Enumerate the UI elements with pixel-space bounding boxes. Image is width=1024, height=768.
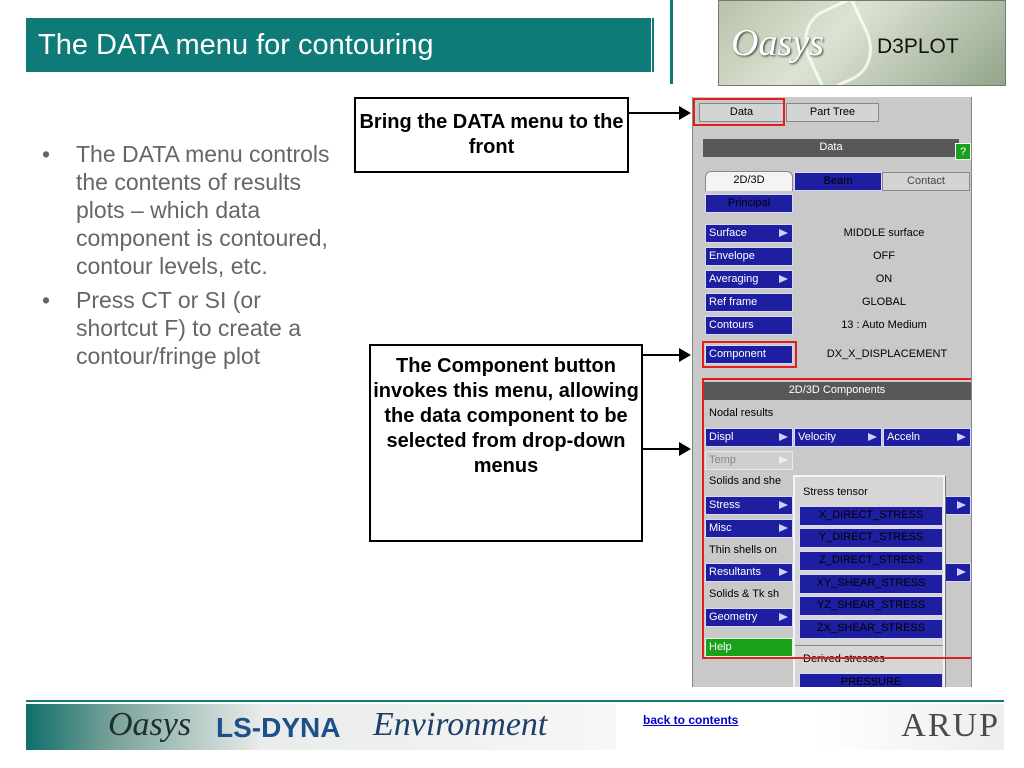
temp-label: Temp xyxy=(709,454,736,466)
stress-button[interactable]: Stress xyxy=(705,496,793,515)
principal-button[interactable]: Principal xyxy=(705,194,793,213)
footer-rule xyxy=(26,700,1004,702)
submenu-arrow-icon xyxy=(779,524,788,532)
contours-value: 13 : Auto Medium xyxy=(841,319,927,331)
bullet-list: The DATA menu controls the contents of r… xyxy=(40,140,330,376)
submenu-arrow-icon xyxy=(779,229,788,237)
header-divider xyxy=(670,0,673,84)
velocity-button[interactable]: Velocity xyxy=(794,428,882,447)
displ-button[interactable]: Displ xyxy=(705,428,793,447)
envelope-button[interactable]: Envelope xyxy=(705,247,793,266)
footer-brand: Oasys xyxy=(108,706,192,743)
submenu-arrow-icon xyxy=(779,275,788,283)
data-panel-title: Data xyxy=(703,139,959,157)
arrow-to-data-tab xyxy=(629,106,691,120)
back-to-contents-link[interactable]: back to contents xyxy=(643,713,739,727)
acceln-label: Acceln xyxy=(887,431,921,443)
logo-brand: Oasys xyxy=(731,22,824,64)
geometry-label: Geometry xyxy=(709,611,758,623)
surface-value: MIDDLE surface xyxy=(843,227,925,239)
submenu-arrow-icon xyxy=(779,568,788,576)
averaging-label: Averaging xyxy=(709,273,759,285)
z-direct-stress-item[interactable]: Z_DIRECT_STRESS xyxy=(799,551,943,571)
help-question-icon[interactable]: ? xyxy=(955,143,971,160)
stress-label: Stress xyxy=(709,499,741,511)
d3plot-window: Data Part Tree Data ? 2D/3D Beam Contact… xyxy=(692,97,972,687)
temp-button[interactable]: Temp xyxy=(705,451,793,470)
derived-stresses-label: Derived stresses xyxy=(803,653,885,665)
stress-tensor-label: Stress tensor xyxy=(803,486,868,498)
bullet-item: The DATA menu controls the contents of r… xyxy=(40,140,330,280)
envelope-value: OFF xyxy=(873,250,895,262)
nodal-results-label: Nodal results xyxy=(709,407,774,419)
logo-product: D3PLOT xyxy=(877,35,959,58)
tab-2d3d[interactable]: 2D/3D xyxy=(705,171,793,191)
submenu-arrow-icon xyxy=(868,433,877,441)
footer-banner: Oasys LS-DYNA Environment xyxy=(26,704,616,750)
arrow-to-components-panel xyxy=(643,442,691,456)
stress-dropdown: Stress tensor X_DIRECT_STRESS Y_DIRECT_S… xyxy=(793,475,945,687)
averaging-button[interactable]: Averaging xyxy=(705,270,793,289)
submenu-arrow-icon xyxy=(957,501,966,509)
surface-button[interactable]: Surface xyxy=(705,224,793,243)
solids-tk-shells-label: Solids & Tk sh xyxy=(709,588,780,600)
arup-wordmark: ARUP xyxy=(901,707,1000,744)
submenu-arrow-icon xyxy=(779,501,788,509)
highlight-component-button xyxy=(702,341,797,368)
misc-button[interactable]: Misc xyxy=(705,519,793,538)
xy-shear-stress-item[interactable]: XY_SHEAR_STRESS xyxy=(799,574,943,594)
submenu-arrow-icon xyxy=(957,568,966,576)
footer-product: LS-DYNA xyxy=(216,712,341,743)
acceln-button[interactable]: Acceln xyxy=(883,428,971,447)
submenu-arrow-icon xyxy=(779,456,788,464)
displ-label: Displ xyxy=(709,431,734,443)
submenu-arrow-icon xyxy=(779,433,788,441)
velocity-label: Velocity xyxy=(798,431,836,443)
resultants-button[interactable]: Resultants xyxy=(705,563,793,582)
zx-shear-stress-item[interactable]: ZX_SHEAR_STRESS xyxy=(799,619,943,639)
ref-frame-button[interactable]: Ref frame xyxy=(705,293,793,312)
highlight-components-panel xyxy=(702,378,971,659)
tab-beam[interactable]: Beam xyxy=(794,172,882,191)
help-button[interactable]: Help xyxy=(705,638,793,657)
footer-environment: Environment xyxy=(373,706,548,743)
slide-title: The DATA menu for contouring xyxy=(26,18,651,72)
contours-button[interactable]: Contours xyxy=(705,316,793,335)
x-direct-stress-item[interactable]: X_DIRECT_STRESS xyxy=(799,506,943,526)
averaging-value: ON xyxy=(875,273,893,285)
submenu-arrow-icon xyxy=(957,433,966,441)
arup-logo: ARUP xyxy=(815,704,1004,750)
title-divider xyxy=(652,18,654,72)
tab-contact[interactable]: Contact xyxy=(882,172,970,191)
thin-shells-label: Thin shells on xyxy=(709,544,777,556)
bullet-item: Press CT or SI (or shortcut F) to create… xyxy=(40,286,330,370)
components-panel-title: 2D/3D Components xyxy=(703,382,971,400)
misc-label: Misc xyxy=(709,522,732,534)
yz-shear-stress-item[interactable]: YZ_SHEAR_STRESS xyxy=(799,596,943,616)
y-direct-stress-item[interactable]: Y_DIRECT_STRESS xyxy=(799,528,943,548)
tab-data[interactable]: Data xyxy=(699,103,784,122)
ref-frame-value: GLOBAL xyxy=(861,296,907,308)
oasys-d3plot-logo: Oasys D3PLOT xyxy=(718,0,1006,86)
submenu-arrow-icon xyxy=(779,613,788,621)
component-value: DX_X_DISPLACEMENT xyxy=(826,348,948,360)
callout-component: The Component button invokes this menu, … xyxy=(369,344,643,542)
dropdown-divider xyxy=(795,645,943,646)
solids-shells-label: Solids and she xyxy=(709,475,782,487)
callout-data-menu: Bring the DATA menu to the front xyxy=(354,97,629,173)
arrow-to-component xyxy=(643,348,691,362)
surface-label: Surface xyxy=(709,227,747,239)
geometry-button[interactable]: Geometry xyxy=(705,608,793,627)
pressure-item[interactable]: PRESSURE xyxy=(799,673,943,687)
tab-part-tree[interactable]: Part Tree xyxy=(786,103,879,122)
highlight-data-tab xyxy=(693,98,785,126)
resultants-label: Resultants xyxy=(709,566,761,578)
component-button[interactable]: Component xyxy=(705,345,793,364)
